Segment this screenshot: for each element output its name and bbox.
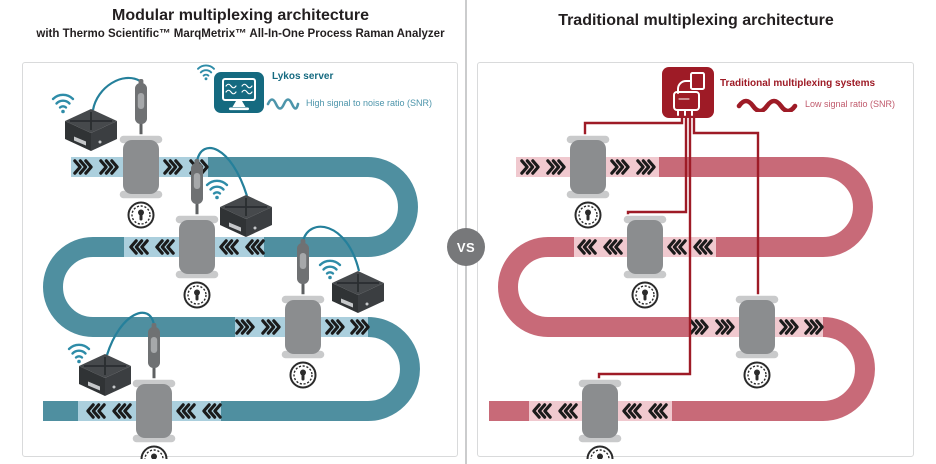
process-module xyxy=(118,134,164,229)
process-pipe xyxy=(489,157,875,421)
traditional-architecture-panel: Traditional multiplexing systems Low sig… xyxy=(477,62,914,459)
raman-probe-icon xyxy=(295,237,311,299)
wifi-icon xyxy=(318,259,342,281)
process-pipe xyxy=(43,157,420,421)
flow-bands xyxy=(516,157,823,421)
modular-architecture-diagram xyxy=(43,64,420,459)
process-module xyxy=(734,294,780,389)
process-module xyxy=(131,378,177,459)
right-header: Traditional multiplexing architecture xyxy=(477,7,915,30)
vs-badge: VS xyxy=(447,228,485,266)
left-legend-snr-label: High signal to noise ratio (SNR) xyxy=(306,98,433,108)
left-legend-title: Lykos server xyxy=(272,71,334,82)
wifi-icon xyxy=(205,179,229,201)
wifi-icon xyxy=(51,93,75,115)
raman-probe-icon xyxy=(189,157,205,219)
low-snr-wave-icon xyxy=(736,98,798,112)
high-snr-wave-icon xyxy=(266,98,300,110)
left-panel-subtitle: with Thermo Scientific™ MarqMetrix™ All-… xyxy=(36,28,445,41)
right-legend-title: Traditional multiplexing systems xyxy=(720,78,876,89)
multiplexer-instrument-icon xyxy=(662,67,714,118)
edge-device-box-icon xyxy=(331,270,385,314)
probe-cables xyxy=(91,76,361,356)
traditional-architecture-diagram xyxy=(489,67,875,459)
edge-device-box-icon xyxy=(219,194,273,238)
process-module xyxy=(577,378,623,459)
left-header: Modular multiplexing architecture with T… xyxy=(22,7,459,40)
raman-probe-icon xyxy=(146,321,162,383)
right-legend-snr-label: Low signal ratio (SNR) xyxy=(805,99,896,109)
edge-device-box-icon xyxy=(78,353,132,397)
lykos-server-monitor-icon xyxy=(214,72,264,113)
wifi-icon xyxy=(197,64,215,82)
process-module xyxy=(565,134,611,229)
raman-probe-icon xyxy=(133,77,149,139)
left-legend-snr: High signal to noise ratio (SNR) xyxy=(266,96,432,110)
process-module xyxy=(174,214,220,309)
flow-arrows xyxy=(520,159,824,419)
process-module xyxy=(280,294,326,389)
edge-device-box-icon xyxy=(64,108,118,152)
right-panel-title: Traditional multiplexing architecture xyxy=(558,12,834,29)
modular-architecture-panel: Lykos server High signal to noise ratio … xyxy=(22,62,458,459)
left-panel-title: Modular multiplexing architecture xyxy=(112,7,369,24)
wifi-icon xyxy=(67,343,91,365)
right-legend-snr: Low signal ratio (SNR) xyxy=(735,96,895,112)
process-module xyxy=(622,214,668,309)
